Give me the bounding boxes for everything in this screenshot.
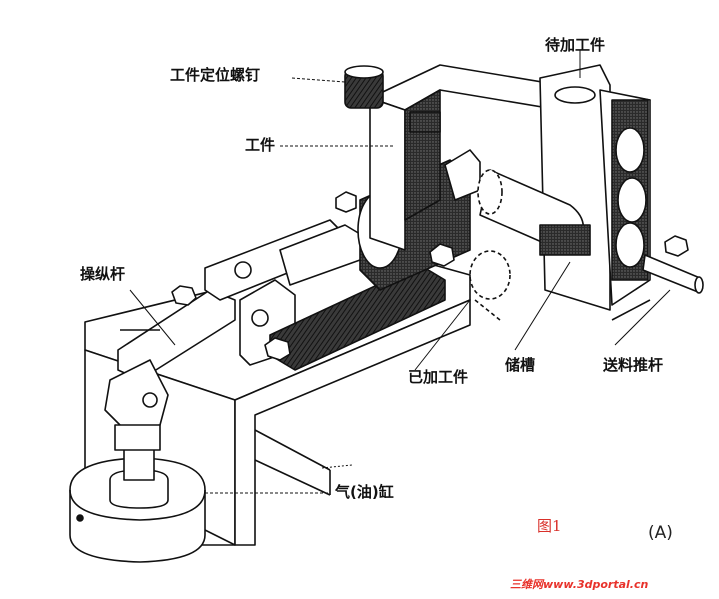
label-control-lever: 操纵杆 bbox=[80, 265, 126, 283]
leader-lines bbox=[129, 50, 671, 494]
label-feed-push-rod: 送料推杆 bbox=[603, 356, 664, 374]
cylinder-body bbox=[69, 439, 206, 563]
processed-workpiece bbox=[469, 250, 511, 321]
label-workpiece: 工件 bbox=[245, 136, 276, 154]
feed-push-rod bbox=[642, 254, 704, 294]
figure-caption: 图1 bbox=[537, 517, 562, 535]
figure-letter: (A) bbox=[648, 523, 673, 543]
lever-linkage bbox=[204, 219, 371, 366]
workpiece-pin bbox=[477, 169, 591, 256]
label-cylinder: 气(油)缸 bbox=[335, 483, 394, 501]
label-storage-slot: 储槽 bbox=[505, 356, 536, 374]
label-pending-workpiece: 待加工件 bbox=[545, 36, 606, 54]
bolts bbox=[171, 191, 689, 361]
watermark: 三维网www.3dportal.cn bbox=[510, 578, 649, 591]
label-positioning-screw: 工件定位螺钉 bbox=[170, 66, 261, 84]
label-processed-workpiece: 已加工件 bbox=[408, 368, 469, 386]
positioning-screw-knurled bbox=[344, 65, 441, 133]
